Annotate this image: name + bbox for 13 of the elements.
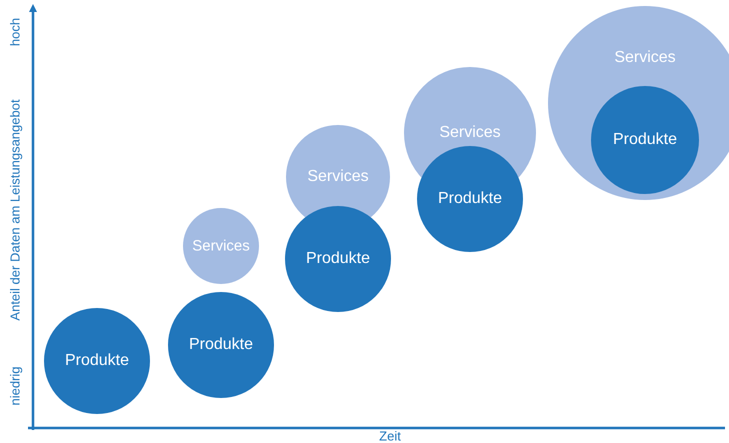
- bubble-label: Services: [439, 124, 501, 142]
- axis-title: Zeit: [379, 428, 401, 443]
- bubble-label: Produkte: [438, 190, 502, 208]
- bubble-label: Services: [307, 168, 369, 186]
- bubble-label: Produkte: [188, 336, 254, 354]
- bubble-label: Produkte: [306, 250, 370, 268]
- bubble-label: Produkte: [64, 352, 130, 370]
- bubble-label: Services: [192, 238, 250, 254]
- axis-end-label: niedrig: [8, 366, 22, 406]
- axis-end-label: hoch: [8, 18, 22, 46]
- axis-title: Anteil der Daten am Leistungsangebot: [8, 99, 22, 321]
- bubble-label: Produkte: [612, 131, 678, 149]
- bubble-label: Services: [614, 49, 676, 68]
